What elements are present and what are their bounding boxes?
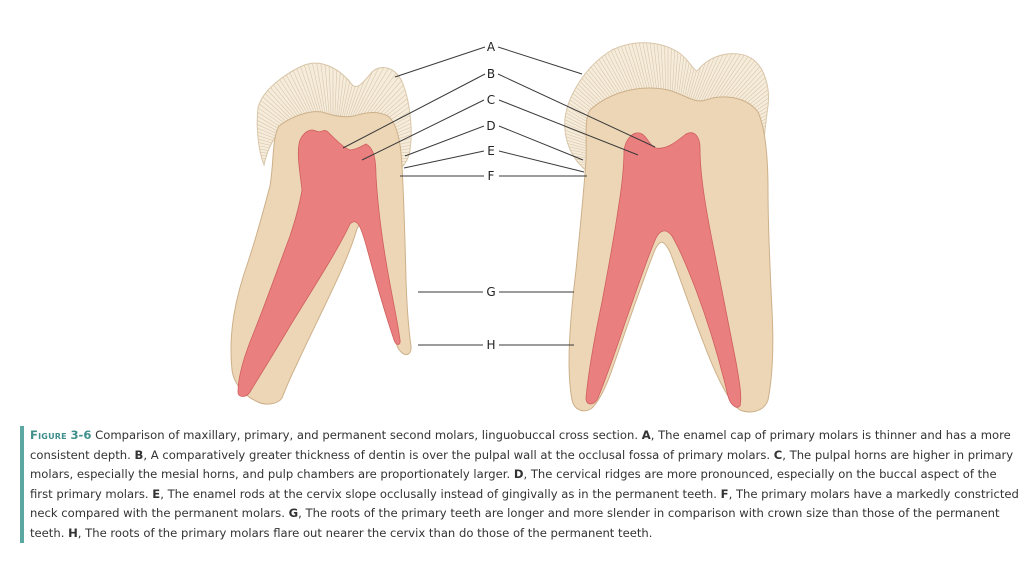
caption-text-a: The enamel cap of primary molars is thin…	[30, 428, 1011, 462]
label-h: H	[486, 338, 495, 352]
caption-text-e: The enamel rods at the cervix slope occl…	[167, 486, 717, 501]
leader-d-right	[498, 125, 584, 161]
caption-text-b: A comparatively greater thickness of den…	[150, 447, 771, 462]
leader-a-left	[394, 46, 486, 78]
caption-item-g: G, The roots of the primary teeth are lo…	[30, 506, 1000, 540]
permanent-molar	[564, 42, 774, 413]
leader-c-left	[361, 99, 485, 161]
caption-item-e: E, The enamel rods at the cervix slope o…	[152, 486, 717, 501]
caption-key-h: H	[68, 525, 78, 540]
figure-caption: Figure 3-6 Comparison of maxillary, prim…	[20, 426, 1020, 543]
label-c: C	[487, 93, 495, 107]
caption-text-d: The cervical ridges are more pronounced,…	[30, 467, 997, 501]
label-a: A	[487, 40, 496, 54]
label-f: F	[488, 169, 495, 183]
leader-c-right	[498, 99, 639, 156]
caption-key-f: F	[720, 486, 729, 501]
leader-b-left	[342, 73, 486, 149]
caption-text-g: The roots of the primary teeth are longe…	[30, 506, 1000, 540]
caption-key-c: C	[773, 447, 783, 462]
caption-item-d: D, The cervical ridges are more pronounc…	[30, 467, 997, 501]
caption-key-a: A	[641, 428, 651, 442]
label-e: E	[487, 144, 495, 158]
leader-b-right	[497, 73, 656, 148]
figure-number: 3-6	[70, 428, 92, 442]
caption-item-a: A, The enamel cap of primary molars is t…	[30, 428, 1011, 462]
caption-text-h: The roots of the primary molars flare ou…	[85, 525, 653, 540]
label-b: B	[487, 67, 495, 81]
leader-e-right	[498, 150, 585, 173]
leader-e-left	[403, 150, 485, 169]
permanent-pulp	[585, 132, 742, 408]
figure-label: Figure	[30, 428, 67, 442]
primary-pulp	[237, 129, 401, 397]
caption-item-f: F, The primary molars have a markedly co…	[30, 486, 1019, 521]
label-d: D	[486, 119, 495, 133]
leader-a-right	[497, 46, 583, 75]
caption-item-b: B, A comparatively greater thickness of …	[134, 447, 771, 462]
caption-item-c: C, The pulpal horns are higher in primar…	[30, 447, 1014, 482]
diagram-labels: A B C D E F G H	[486, 40, 496, 352]
caption-key-g: G	[288, 506, 299, 520]
caption-text-f: The primary molars have a markedly const…	[30, 486, 1019, 521]
primary-molar	[230, 62, 412, 405]
leader-lines	[342, 46, 656, 346]
caption-item-h: H, The roots of the primary molars flare…	[68, 525, 653, 540]
caption-key-e: E	[152, 486, 161, 501]
caption-key-d: D	[513, 467, 524, 481]
caption-intro: Comparison of maxillary, primary, and pe…	[95, 428, 639, 442]
caption-text-c: The pulpal horns are higher in primary m…	[30, 447, 1014, 482]
tooth-comparison-diagram: A B C D E F G H	[230, 40, 774, 413]
label-g: G	[486, 285, 495, 299]
caption-key-b: B	[134, 447, 144, 462]
leader-d-left	[404, 125, 485, 157]
